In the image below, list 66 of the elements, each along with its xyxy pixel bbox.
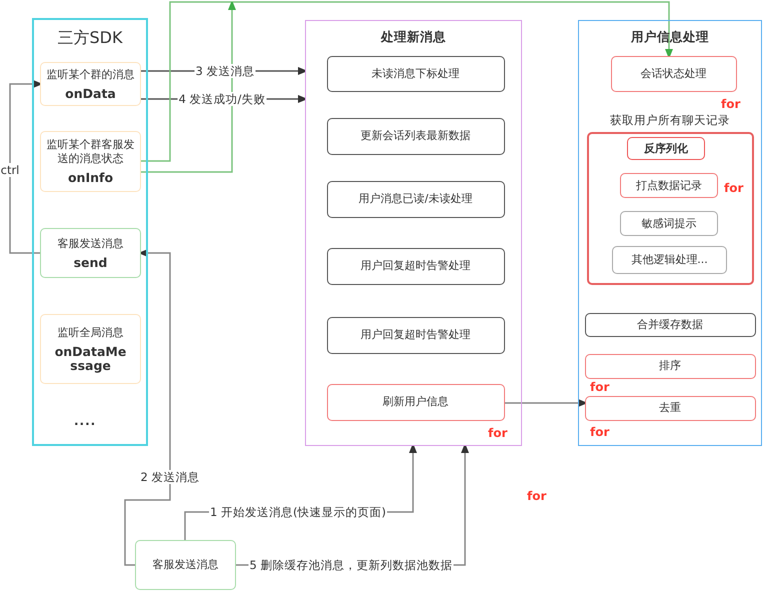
process-box bbox=[584, 354, 756, 378]
edge-label: 2 发送消息 bbox=[140, 470, 200, 484]
connector-arrow bbox=[9, 80, 42, 254]
process-box bbox=[40, 62, 141, 106]
box-label: 客服发送消息 bbox=[152, 558, 218, 572]
container-panel bbox=[305, 20, 522, 446]
box-label: 客服发送消息 bbox=[58, 236, 124, 250]
process-box bbox=[584, 312, 756, 336]
box-label: 用户消息已读/未读处理 bbox=[358, 192, 472, 206]
process-box bbox=[40, 228, 141, 278]
box-label: 打点数据记录 bbox=[636, 178, 702, 192]
box-label: 更新会话列表最新数据 bbox=[360, 129, 470, 143]
process-box bbox=[326, 180, 504, 218]
process-box bbox=[584, 396, 756, 420]
connector-arrow bbox=[141, 1, 236, 173]
box-label: 合并缓存数据 bbox=[637, 318, 703, 332]
box-label: 用户回复超时告警处理 bbox=[360, 328, 470, 342]
process-box bbox=[326, 248, 504, 284]
box-label: 监听全局消息 bbox=[58, 326, 124, 340]
edge-label: ctrl bbox=[0, 163, 20, 177]
edge-label: 5 删除缓存池消息，更新列数据池数据 bbox=[248, 558, 454, 572]
loop-note: for bbox=[590, 425, 610, 439]
box-label: 监听某个群的消息 bbox=[46, 68, 134, 82]
process-box bbox=[326, 384, 504, 420]
method-name: send bbox=[74, 256, 108, 270]
loop-note: for bbox=[527, 489, 546, 503]
process-box bbox=[40, 314, 141, 384]
method-name: onDataMessage bbox=[54, 344, 128, 372]
box-label: 其他逻辑处理... bbox=[631, 253, 708, 267]
method-name: onData bbox=[65, 86, 116, 100]
container-panel bbox=[578, 20, 762, 446]
loop-note: for bbox=[488, 426, 508, 440]
process-box bbox=[620, 173, 718, 198]
process-box bbox=[612, 246, 727, 274]
container-panel bbox=[32, 18, 148, 446]
loop-note: for bbox=[724, 181, 744, 195]
box-label: 未读消息下标处理 bbox=[372, 66, 460, 80]
box-label: 会话状态处理 bbox=[640, 66, 706, 80]
edge-label: 1 开始发送消息(快速显示的页面) bbox=[209, 505, 387, 519]
box-label: 用户回复超时告警处理 bbox=[360, 259, 470, 273]
process-box bbox=[610, 56, 736, 92]
panel-heading: 获取用户所有聊天记录 bbox=[609, 112, 731, 128]
box-label: 去重 bbox=[659, 401, 681, 415]
edge-label: 4 发送成功/失败 bbox=[178, 92, 266, 106]
process-box bbox=[135, 540, 236, 590]
process-box bbox=[627, 137, 705, 160]
process-box bbox=[326, 316, 504, 354]
connector-arrow bbox=[124, 249, 171, 566]
panel-heading: 处理新消息 bbox=[380, 29, 447, 44]
method-name: onInfo bbox=[68, 171, 114, 185]
loop-note: for bbox=[590, 380, 610, 394]
process-box bbox=[326, 118, 504, 154]
edge-label: 3 发送消息 bbox=[194, 64, 256, 78]
process-box bbox=[40, 131, 141, 192]
process-box bbox=[620, 211, 718, 236]
box-label: 敏感词提示 bbox=[642, 216, 696, 230]
box-label: 反序列化 bbox=[644, 142, 688, 156]
box-label: 监听某个群客服发送的消息状态 bbox=[46, 138, 136, 166]
box-label: 排序 bbox=[659, 359, 681, 373]
connector-arrow bbox=[505, 399, 587, 407]
loop-note: for bbox=[721, 97, 740, 111]
panel-heading: 三方SDK bbox=[56, 30, 124, 45]
process-box bbox=[326, 56, 504, 92]
box-label: 刷新用户信息 bbox=[382, 395, 448, 409]
ellipsis-mark: .... bbox=[74, 414, 96, 428]
connector-arrow bbox=[141, 1, 673, 162]
